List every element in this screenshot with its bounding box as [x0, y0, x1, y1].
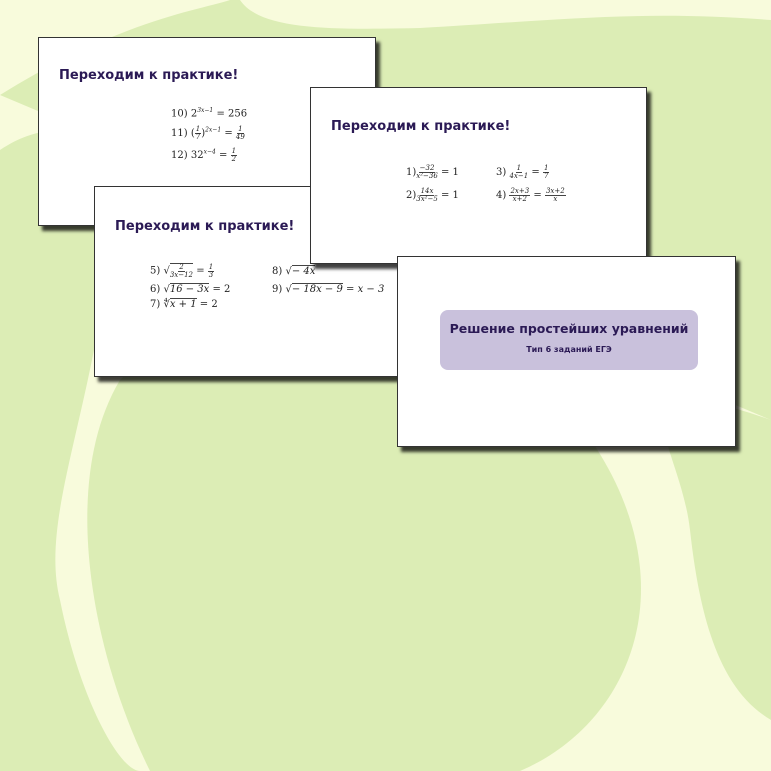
slide-title: Переходим к практике! — [331, 119, 511, 134]
equation-9: 9) √− 18x − 9 = x − 3 — [272, 283, 385, 295]
equation-8: 8) √− 4x — [272, 265, 316, 277]
slide-title: Переходим к практике! — [59, 68, 239, 83]
slide-title: Переходим к практике! — [115, 219, 295, 234]
equation-10: 10) 23x−1 = 256 — [171, 107, 248, 120]
equation-6: 6) √16 − 3x = 2 — [150, 283, 231, 295]
title-box: Решение простейших уравнений Тип 6 задан… — [440, 310, 698, 370]
slide-title-card[interactable]: Решение простейших уравнений Тип 6 задан… — [397, 256, 736, 447]
slide-main-title: Решение простейших уравнений — [449, 321, 689, 336]
slide-subtitle: Тип 6 заданий ЕГЭ — [526, 345, 612, 354]
equation-7: 7) ∜x + 1 = 2 — [150, 298, 218, 310]
